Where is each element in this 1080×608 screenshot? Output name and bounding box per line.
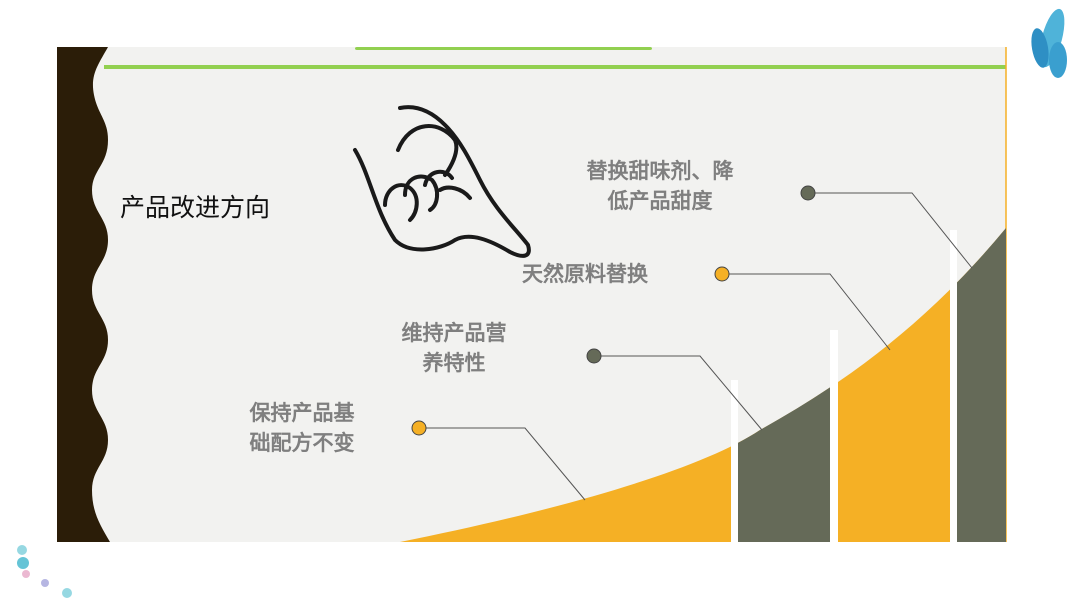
step-label-3: 天然原料替换 <box>505 259 665 289</box>
green-rule <box>104 65 1006 69</box>
step-label-2-line2: 养特性 <box>422 351 486 375</box>
top-tab <box>355 47 652 50</box>
bar-gap <box>830 330 838 550</box>
growth-area-orange <box>400 228 1006 542</box>
step-dot-4 <box>800 185 816 201</box>
bar-gap <box>950 230 957 550</box>
step-label-1-line1: 保持产品基 <box>249 401 355 425</box>
bar-gap <box>731 380 738 550</box>
step-label-1: 保持产品基 础配方不变 <box>232 398 372 458</box>
pointing-hand-icon <box>353 105 531 258</box>
bubbles-decoration <box>17 545 72 598</box>
step-dot-2 <box>586 348 602 364</box>
step-label-2-line1: 维持产品营 <box>401 321 507 345</box>
step-label-4: 替换甜味剂、降 低产品甜度 <box>565 156 755 216</box>
step-label-3-line1: 天然原料替换 <box>522 262 648 286</box>
step-label-4-line1: 替换甜味剂、降 <box>586 159 734 183</box>
butterfly-icon <box>1031 8 1067 78</box>
leader-lines <box>425 192 973 501</box>
step-dot-3 <box>714 266 730 282</box>
step-dot-1 <box>411 420 427 436</box>
wavy-left-strip <box>57 47 110 542</box>
slide-title: 产品改进方向 <box>120 193 271 222</box>
step-label-2: 维持产品营 养特性 <box>384 318 524 378</box>
step-label-1-line2: 础配方不变 <box>249 431 355 455</box>
step-label-4-line2: 低产品甜度 <box>607 189 713 213</box>
